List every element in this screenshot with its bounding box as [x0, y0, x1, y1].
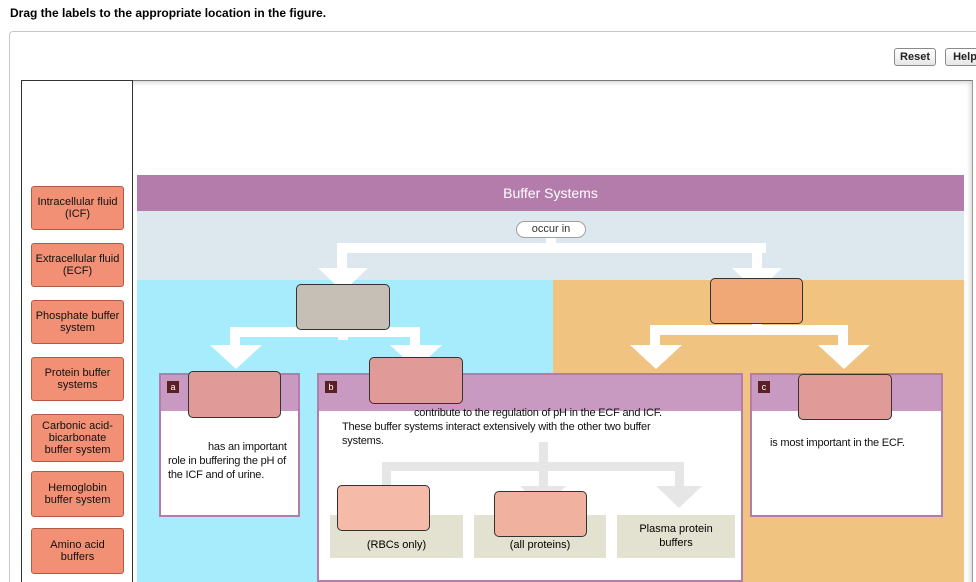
label-carbonic-acid-buffer[interactable]: Carbonic acid-bicarbonate buffer system	[31, 414, 124, 462]
connector	[650, 325, 660, 355]
connector	[230, 327, 420, 337]
label-hemoglobin-buffer[interactable]: Hemoglobin buffer system	[31, 471, 124, 517]
connector	[675, 462, 684, 488]
label-phosphate-buffer[interactable]: Phosphate buffer system	[31, 300, 124, 344]
drop-zone-b1[interactable]	[337, 485, 430, 531]
drop-zone-ecf[interactable]	[710, 278, 803, 324]
label-intracellular-fluid[interactable]: Intracellular fluid (ICF)	[31, 186, 124, 230]
letter-b: b	[325, 381, 337, 393]
drop-zone-icf[interactable]	[296, 284, 390, 330]
box-c-text: is most important in the ECF.	[770, 437, 905, 449]
connector	[410, 327, 420, 357]
connector	[382, 462, 391, 488]
letter-a: a	[167, 381, 179, 393]
sub-box-rbcs-text: (RBCs only)	[366, 539, 427, 551]
connector	[539, 442, 548, 466]
connector	[650, 325, 848, 335]
connector	[382, 462, 684, 471]
connector	[230, 327, 240, 357]
label-protein-buffer[interactable]: Protein buffer systems	[31, 357, 124, 401]
instruction-text: Drag the labels to the appropriate locat…	[10, 6, 327, 20]
drop-zone-a[interactable]	[188, 371, 281, 418]
sub-box-all-proteins-text: (all proteins)	[509, 539, 571, 551]
box-b-text: contribute to the regulation of pH in th…	[342, 407, 662, 447]
drop-zone-c[interactable]	[798, 374, 892, 420]
figure-title: Buffer Systems	[137, 175, 964, 211]
sub-box-plasma: Plasma protein buffers	[617, 515, 735, 558]
letter-c: c	[758, 381, 770, 393]
sub-box-plasma-text: Plasma protein buffers	[639, 523, 713, 549]
connector	[337, 243, 347, 283]
occur-in-label: occur in	[516, 221, 586, 238]
connector	[546, 236, 556, 246]
help-button[interactable]: Help	[945, 48, 976, 66]
box-a-text: has an important role in buffering the p…	[168, 441, 287, 481]
drop-zone-b2[interactable]	[494, 491, 587, 537]
connector	[838, 325, 848, 355]
drop-zone-b[interactable]	[369, 357, 463, 404]
reset-button[interactable]: Reset	[894, 48, 936, 66]
connector	[539, 462, 548, 488]
connector	[340, 243, 766, 253]
label-amino-acid-buffers[interactable]: Amino acid buffers	[31, 528, 124, 574]
connector	[752, 243, 762, 283]
label-extracellular-fluid[interactable]: Extracellular fluid (ECF)	[31, 243, 124, 287]
